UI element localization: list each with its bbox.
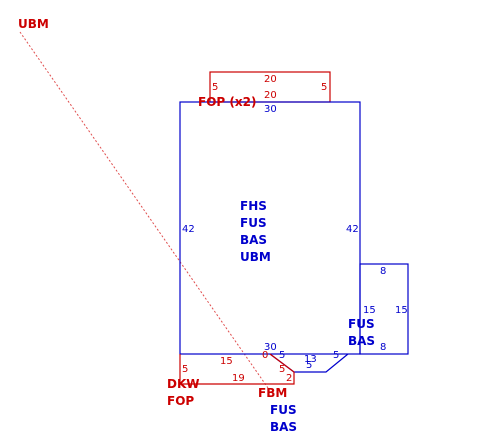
dim-right-right: 15 [395,305,408,316]
main-building-outline [179,101,361,355]
label-bottom-bas: BAS [270,420,297,434]
label-ubm: UBM [240,250,271,264]
dim-notch-right: 5 [333,350,339,361]
deck-outline [179,353,295,385]
dim-right-bottom: 8 [380,342,386,353]
dim-main-left: 42 [182,224,195,235]
label-fop-x2: FOP (x2) [198,95,256,109]
dim-deck-top: 15 [220,356,233,367]
label-bottom-fus: FUS [270,403,297,417]
dim-notch-bottom: 5 [306,360,312,371]
dim-main-right: 42 [346,224,359,235]
dim-main-bottom: 30 [264,342,277,353]
label-fop: FOP [167,394,194,408]
dim-deck-left: 5 [182,364,188,375]
label-fhs: FHS [240,199,267,213]
dim-notch-left: 5 [279,350,285,361]
label-fbm: FBM [258,386,287,400]
label-corner-ubm: UBM [18,17,49,31]
label-fus: FUS [240,216,267,230]
dim-top-rect-bottom: 20 [264,90,277,101]
dim-right-left: 15 [363,305,376,316]
dim-zero: 0 [262,350,268,361]
label-right-fus: FUS [348,317,375,331]
diagonal-dashed-line [19,31,269,389]
dim-notch-center: 13 [304,354,317,365]
right-extension-outline [359,263,409,355]
dim-deck-right: 2 [286,373,292,384]
dim-right-top: 8 [380,266,386,277]
dim-top-rect-left: 5 [212,82,218,93]
label-right-bas: BAS [348,334,375,348]
label-dkw: DKW [167,377,200,391]
dim-notch-red: 5 [279,364,285,375]
dim-top-rect-right: 5 [321,82,327,93]
dim-main-top: 30 [264,104,277,115]
dim-deck-bottom: 19 [232,373,245,384]
dim-top-rect-top: 20 [264,74,277,85]
label-bas: BAS [240,233,267,247]
